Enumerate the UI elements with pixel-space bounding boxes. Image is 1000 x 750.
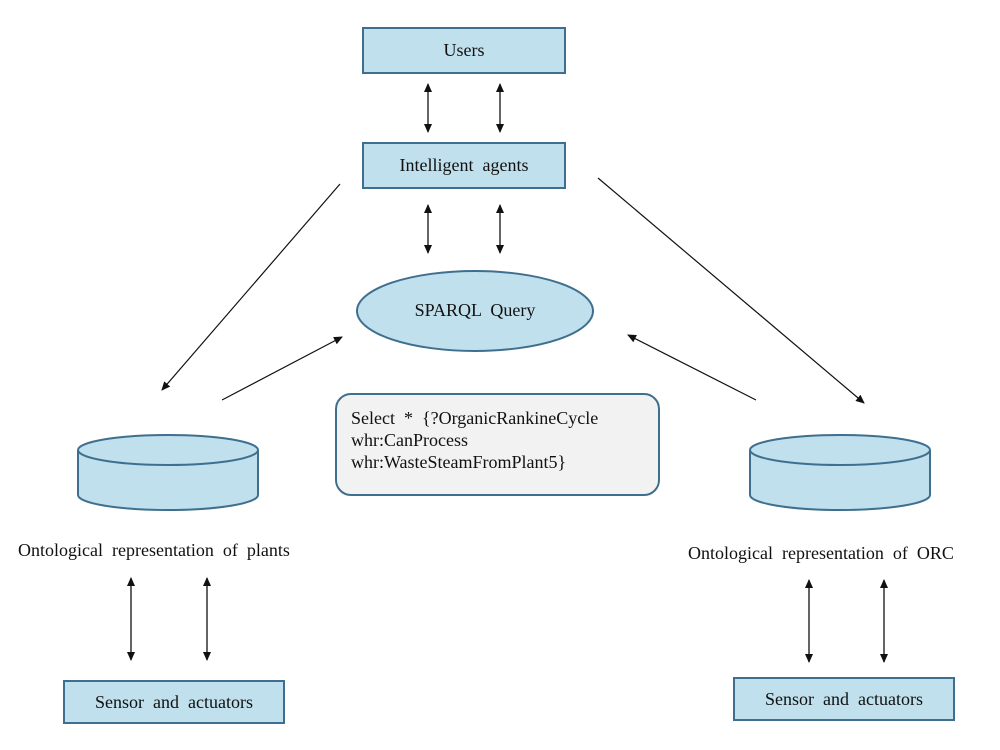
sensors-right-label: Sensor and actuators bbox=[765, 688, 923, 709]
users-label: Users bbox=[443, 40, 485, 60]
orc-to-sparql-arrow bbox=[627, 334, 757, 401]
sensors-right-node: Sensor and actuators bbox=[733, 677, 955, 721]
query-line-1: Select * {?OrganicRankineCycle bbox=[351, 408, 599, 428]
sensors-left-node: Sensor and actuators bbox=[63, 680, 285, 724]
orc-database-icon bbox=[749, 434, 931, 511]
sparql-query-node bbox=[356, 270, 594, 352]
ontology-plants-label: Ontological representation of plants bbox=[18, 540, 290, 560]
plants-to-sparql-arrow bbox=[221, 336, 343, 401]
query-line-3: whr:WasteSteamFromPlant5} bbox=[351, 452, 567, 472]
intelligent-agents-label: Intelligent agents bbox=[399, 155, 529, 175]
agents-to-plants-arrow bbox=[161, 183, 341, 391]
query-line-2: whr:CanProcess bbox=[351, 430, 468, 450]
users-node: Users bbox=[362, 27, 566, 74]
sensors-left-label: Sensor and actuators bbox=[95, 691, 253, 712]
sparql-query-label: SPARQL Query bbox=[414, 300, 536, 320]
ontology-orc-label: Ontological representation of ORC bbox=[688, 543, 954, 563]
sparql-query-box: Select * {?OrganicRankineCycle whr:CanPr… bbox=[335, 393, 660, 496]
plants-database-icon bbox=[77, 434, 259, 511]
agents-to-orc-arrow bbox=[597, 177, 865, 404]
intelligent-agents-node: Intelligent agents bbox=[362, 142, 566, 189]
